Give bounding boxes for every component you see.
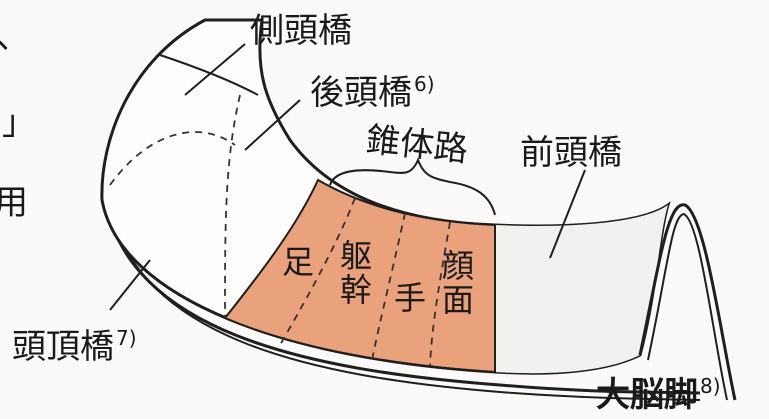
label-parietal-text: 頭頂橋 bbox=[12, 327, 114, 367]
tract-division-3 bbox=[429, 221, 451, 367]
pyramidal-tract-region bbox=[223, 178, 496, 374]
segment-face-char-1: 顔 bbox=[442, 247, 475, 285]
edge-text-1: 、 bbox=[0, 20, 30, 54]
edge-text-3: 用 bbox=[0, 183, 28, 223]
leader-posterior bbox=[244, 99, 301, 151]
leader-parietal bbox=[109, 259, 151, 311]
label-peduncle-text: 大脳脚 bbox=[596, 375, 698, 415]
label-frontal-pons: 前頭橋 bbox=[520, 133, 622, 173]
peduncle-bottom-edge-inner bbox=[109, 207, 701, 401]
label-posterior-text: 後頭橋 bbox=[310, 73, 412, 113]
segment-face: 顔 面 bbox=[442, 247, 475, 319]
leader-lateral bbox=[184, 43, 246, 96]
segment-foot-char: 足 bbox=[282, 243, 315, 281]
edge-text-2: 」 bbox=[2, 103, 36, 143]
tract-brace bbox=[329, 157, 496, 216]
segment-trunk-char-1: 躯 bbox=[340, 237, 373, 275]
label-pyramidal-tract: 錐体路 bbox=[364, 119, 470, 171]
frontal-pons-region bbox=[495, 205, 668, 374]
segment-trunk-char-2: 幹 bbox=[340, 270, 373, 309]
peak-fold-inner bbox=[647, 212, 728, 401]
tract-division-1 bbox=[279, 197, 356, 346]
segment-hand: 手 bbox=[394, 279, 427, 317]
leader-frontal bbox=[549, 169, 586, 259]
peak-fold-outer bbox=[638, 203, 737, 401]
boundary-dashed-parietal bbox=[109, 131, 236, 186]
label-parietal-ref: 7) bbox=[116, 326, 137, 350]
label-lateral-pons: 側頭橋 bbox=[250, 11, 352, 51]
segment-foot: 足 bbox=[282, 243, 315, 281]
segment-face-char-2: 面 bbox=[442, 280, 475, 319]
label-peduncle-ref: 8) bbox=[700, 374, 721, 398]
segment-hand-char: 手 bbox=[394, 279, 427, 317]
segment-trunk: 躯 幹 bbox=[340, 237, 373, 309]
tract-division-2 bbox=[371, 212, 406, 361]
label-posterior-ref: 6) bbox=[414, 72, 435, 96]
